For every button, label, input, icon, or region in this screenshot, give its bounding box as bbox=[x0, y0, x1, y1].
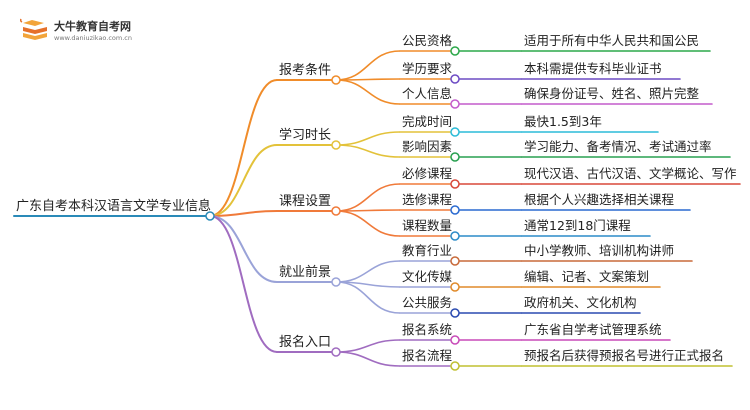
sub-node: 文化传媒 bbox=[402, 269, 453, 284]
root-node: 广东自考本科汉语言文学专业信息 bbox=[16, 199, 212, 214]
sub-connector bbox=[335, 79, 401, 105]
sub-connector bbox=[335, 144, 401, 158]
node-connector-dot bbox=[205, 211, 215, 221]
sub-connector bbox=[335, 50, 401, 81]
branch-connector bbox=[209, 215, 278, 283]
sub-node: 个人信息 bbox=[402, 86, 453, 101]
node-connector-dot bbox=[450, 256, 460, 266]
sub-connector bbox=[335, 131, 401, 146]
node-connector-dot bbox=[450, 99, 460, 109]
node-connector-dot bbox=[450, 231, 460, 241]
sub-connector bbox=[335, 260, 401, 283]
sub-connector bbox=[335, 281, 401, 314]
node-connector-dot bbox=[450, 335, 460, 345]
leaf-node: 通常12到18门课程 bbox=[524, 218, 631, 233]
sub-node: 报名系统 bbox=[402, 322, 453, 337]
node-connector-dot bbox=[331, 75, 341, 85]
sub-node: 必修课程 bbox=[402, 166, 453, 181]
leaf-node: 确保身份证号、姓名、照片完整 bbox=[524, 86, 700, 101]
branch-connector bbox=[209, 215, 278, 353]
node-connector-dot bbox=[450, 308, 460, 318]
leaf-node: 适用于所有中华人民共和国公民 bbox=[524, 33, 700, 48]
node-connector-dot bbox=[331, 140, 341, 150]
sub-connector bbox=[335, 210, 401, 237]
node-connector-dot bbox=[450, 74, 460, 84]
sub-connector bbox=[335, 183, 401, 212]
brand-url: www.daniuzikao.com.cn bbox=[54, 34, 132, 42]
leaf-node: 政府机关、文化机构 bbox=[524, 295, 637, 310]
leaf-node: 本科需提供专科毕业证书 bbox=[524, 61, 662, 76]
node-connector-dot bbox=[450, 179, 460, 189]
leaf-node: 广东省自学考试管理系统 bbox=[524, 322, 662, 337]
sub-node: 选修课程 bbox=[402, 192, 453, 207]
sub-connector bbox=[335, 351, 401, 367]
node-connector-dot bbox=[450, 361, 460, 371]
leaf-node: 中小学教师、培训机构讲师 bbox=[524, 243, 675, 258]
leaf-node: 编辑、记者、文案策划 bbox=[524, 269, 650, 284]
sub-node: 报名流程 bbox=[402, 348, 453, 363]
sub-node: 影响因素 bbox=[402, 139, 453, 154]
leaf-node: 学习能力、备考情况、考试通过率 bbox=[524, 139, 712, 154]
node-connector-dot bbox=[450, 205, 460, 215]
branch-node: 课程设置 bbox=[279, 194, 332, 209]
sub-node: 公民资格 bbox=[402, 33, 453, 48]
node-connector-dot bbox=[450, 152, 460, 162]
sub-node: 学历要求 bbox=[402, 61, 453, 76]
leaf-node: 现代汉语、古代汉语、文学概论、写作 bbox=[524, 166, 737, 181]
node-connector-dot bbox=[450, 282, 460, 292]
node-connector-dot bbox=[450, 46, 460, 56]
sub-node: 公共服务 bbox=[402, 295, 453, 310]
leaf-node: 预报名后获得预报名号进行正式报名 bbox=[524, 348, 725, 363]
branch-node: 报名入口 bbox=[279, 335, 332, 350]
branch-connector bbox=[209, 79, 278, 217]
sub-node: 完成时间 bbox=[402, 114, 453, 129]
leaf-node: 根据个人兴趣选择相关课程 bbox=[524, 192, 675, 207]
brand-title: 大牛教育自考网 bbox=[54, 20, 131, 33]
sub-node: 教育行业 bbox=[402, 243, 453, 258]
node-connector-dot bbox=[331, 277, 341, 287]
book-stack-icon bbox=[19, 18, 50, 40]
node-connector-dot bbox=[450, 127, 460, 137]
node-connector-dot bbox=[331, 347, 341, 357]
sub-connector bbox=[335, 339, 401, 353]
branch-node: 就业前景 bbox=[279, 265, 332, 280]
node-connector-dot bbox=[331, 206, 341, 216]
sub-node: 课程数量 bbox=[402, 218, 453, 233]
branch-connector bbox=[209, 210, 278, 217]
branch-connector bbox=[209, 144, 278, 217]
branch-node: 报考条件 bbox=[279, 63, 332, 78]
branch-node: 学习时长 bbox=[279, 128, 332, 143]
leaf-node: 最快1.5到3年 bbox=[524, 114, 602, 129]
